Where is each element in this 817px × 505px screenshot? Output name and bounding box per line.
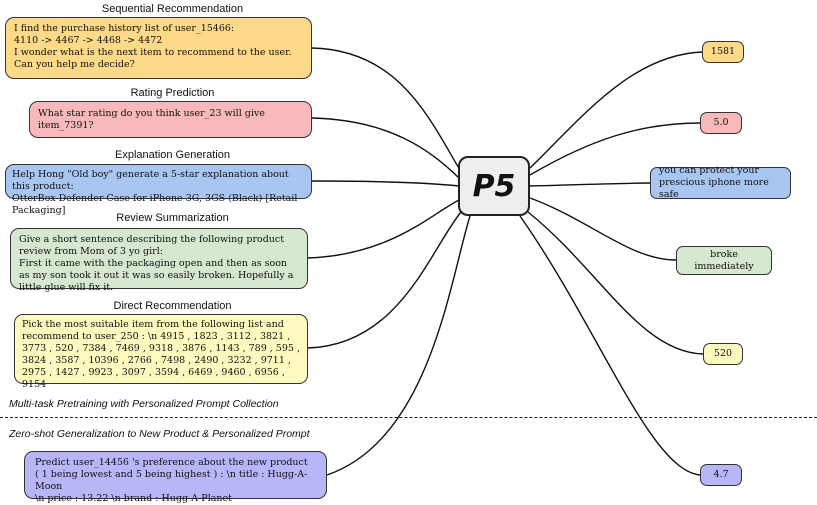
heading-sequential-recommendation: Sequential Recommendation (101, 3, 244, 15)
connector-direct-out (527, 211, 704, 355)
connector-explanation-in (311, 180, 460, 187)
section-label-zeroshot: Zero-shot Generalization to New Product … (9, 428, 310, 440)
connector-review-in (307, 199, 460, 259)
connector-zeroshot-in (326, 215, 471, 476)
p5-model-box: P5 (458, 156, 530, 216)
connector-direct-in (307, 211, 462, 349)
connector-explanation-out (529, 182, 651, 187)
connector-zeroshot-out (519, 215, 701, 476)
prompt-review-summarization: Give a short sentence describing the fol… (10, 228, 308, 293)
connector-sequential-in (311, 47, 461, 171)
heading-direct-recommendation: Direct Recommendation (113, 300, 232, 312)
prompt-direct-recommendation: Pick the most suitable item from the fol… (14, 314, 308, 390)
prompt-zeroshot: Predict user_14456 's preference about t… (24, 451, 327, 504)
prompt-explanation-generation: Help Hong "Old boy" generate a 5-star ex… (5, 164, 312, 216)
output-zeroshot: 4.7 (700, 464, 742, 486)
prompt-rating-prediction: What star rating do you think user_23 wi… (29, 101, 312, 138)
prompt-sequential-recommendation: I find the purchase history list of user… (5, 17, 312, 79)
output-review-summarization: broke immediately (676, 246, 772, 275)
heading-explanation-generation: Explanation Generation (115, 149, 230, 161)
heading-rating-prediction: Rating Prediction (130, 87, 215, 99)
connector-rating-in (311, 117, 460, 179)
heading-review-summarization: Review Summarization (116, 212, 229, 224)
output-explanation-generation: you can protect your prescious iphone mo… (650, 165, 791, 200)
section-label-pretraining: Multi-task Pretraining with Personalized… (9, 398, 279, 410)
output-sequential-recommendation: 1581 (702, 41, 744, 63)
output-direct-recommendation: 520 (703, 343, 743, 365)
output-rating-prediction: 5.0 (700, 112, 742, 134)
connector-sequential-out (529, 51, 703, 169)
connector-review-out (529, 197, 677, 261)
section-divider (0, 417, 817, 418)
connector-rating-out (529, 122, 701, 176)
p5-label: P5 (472, 168, 516, 204)
